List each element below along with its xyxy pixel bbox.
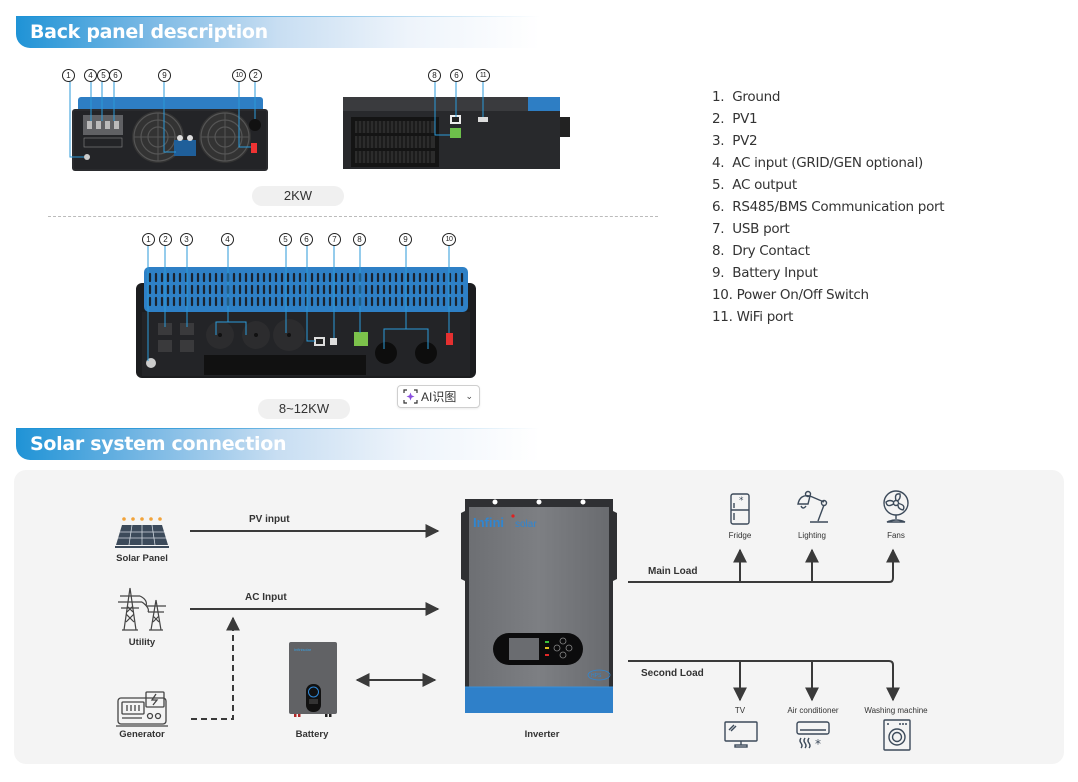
generator-dashed-arrow xyxy=(191,616,240,720)
tv-icon xyxy=(724,721,758,748)
inverter-brand-primary: Infini xyxy=(473,515,504,530)
legend-item: 7. USB port xyxy=(712,221,790,237)
legend-item: 10. Power On/Off Switch xyxy=(712,287,869,303)
second-load-line xyxy=(628,660,900,702)
legend-item: 2. PV1 xyxy=(712,111,758,127)
callout-2: 2 xyxy=(249,69,262,82)
battery-brand: Infinisolar xyxy=(294,647,312,652)
model-label-2kw: 2KW xyxy=(252,186,344,206)
sparkle-scan-icon xyxy=(403,389,418,404)
section-title: Back panel description xyxy=(30,21,268,43)
second-load-label: Second Load xyxy=(641,668,704,679)
solar-panel-icon xyxy=(115,517,169,548)
inverter-label: Inverter xyxy=(524,729,560,740)
legend-item: 11. WiFi port xyxy=(712,309,794,325)
tv-label: TV xyxy=(734,706,746,715)
utility-label: Utility xyxy=(128,637,156,648)
callout-2: 2 xyxy=(159,233,172,246)
callout-4: 4 xyxy=(84,69,97,82)
generator-icon xyxy=(116,691,168,727)
fridge-icon: * xyxy=(730,493,750,525)
inverter-image: Infini solar HPS xyxy=(461,499,617,713)
callout-9: 9 xyxy=(399,233,412,246)
inverter-2kw-side-image xyxy=(343,82,570,169)
callout-3: 3 xyxy=(180,233,193,246)
lighting-label: Lighting xyxy=(797,531,827,540)
callout-11: 11 xyxy=(476,69,490,82)
washing-machine-icon xyxy=(883,719,911,751)
legend-item: 9. Battery Input xyxy=(712,265,818,281)
section-divider xyxy=(48,216,658,217)
generator-label: Generator xyxy=(119,729,165,740)
fan-icon xyxy=(883,490,909,523)
callout-4: 4 xyxy=(221,233,234,246)
callout-10: 10 xyxy=(442,233,456,246)
battery-label: Battery xyxy=(295,729,329,740)
ai-button-label: AI识图 xyxy=(421,390,457,404)
inverter-2kw-rear-image xyxy=(69,80,268,171)
fans-label: Fans xyxy=(887,531,905,540)
callout-6: 6 xyxy=(300,233,313,246)
callout-6: 6 xyxy=(450,69,463,82)
callout-6: 6 xyxy=(109,69,122,82)
main-load-label: Main Load xyxy=(648,566,698,577)
callout-9: 9 xyxy=(158,69,171,82)
pv-input-label: PV input xyxy=(249,514,290,525)
chevron-down-icon[interactable]: ⌄ xyxy=(465,391,473,401)
solar-panel-label: Solar Panel xyxy=(116,553,168,564)
battery-image: Infinisolar xyxy=(289,642,337,717)
model-label-8-12kw: 8~12KW xyxy=(258,399,350,419)
legend-item: 1. Ground xyxy=(712,89,781,105)
callout-1: 1 xyxy=(142,233,155,246)
callout-10: 10 xyxy=(232,69,246,82)
legend-item: 4. AC input (GRID/GEN optional) xyxy=(712,155,923,171)
legend-item: 3. PV2 xyxy=(712,133,758,149)
callout-5: 5 xyxy=(279,233,292,246)
air-conditioner-label: Air conditioner xyxy=(787,706,839,715)
section-title: Solar system connection xyxy=(30,433,287,455)
power-tower-icon xyxy=(118,587,166,631)
ac-input-label: AC Input xyxy=(245,592,287,603)
legend-item: 5. AC output xyxy=(712,177,797,193)
legend-item: 6. RS485/BMS Communication port xyxy=(712,199,945,215)
ai-image-recognition-button[interactable]: AI识图 ⌄ xyxy=(397,385,480,408)
callout-7: 7 xyxy=(328,233,341,246)
section-header-solar-connection: Solar system connection xyxy=(16,428,540,460)
main-load-line xyxy=(628,548,900,583)
svg-text:*: * xyxy=(739,496,744,506)
inverter-brand-secondary: solar xyxy=(515,519,537,530)
section-header-back-panel: Back panel description xyxy=(16,16,540,48)
fridge-label: Fridge xyxy=(728,531,752,540)
callout-1: 1 xyxy=(62,69,75,82)
svg-text:*: * xyxy=(815,737,821,751)
desk-lamp-icon xyxy=(797,490,828,523)
legend-item: 8. Dry Contact xyxy=(712,243,810,259)
callout-8: 8 xyxy=(428,69,441,82)
air-conditioner-icon: * xyxy=(796,721,830,751)
inverter-8-12kw-rear-image xyxy=(136,245,476,378)
callout-8: 8 xyxy=(353,233,366,246)
port-legend-list: 1. Ground 2. PV1 3. PV2 4. AC input (GRI… xyxy=(712,87,945,329)
washing-machine-label: Washing machine xyxy=(864,706,928,715)
inverter-badge: HPS xyxy=(591,673,602,679)
